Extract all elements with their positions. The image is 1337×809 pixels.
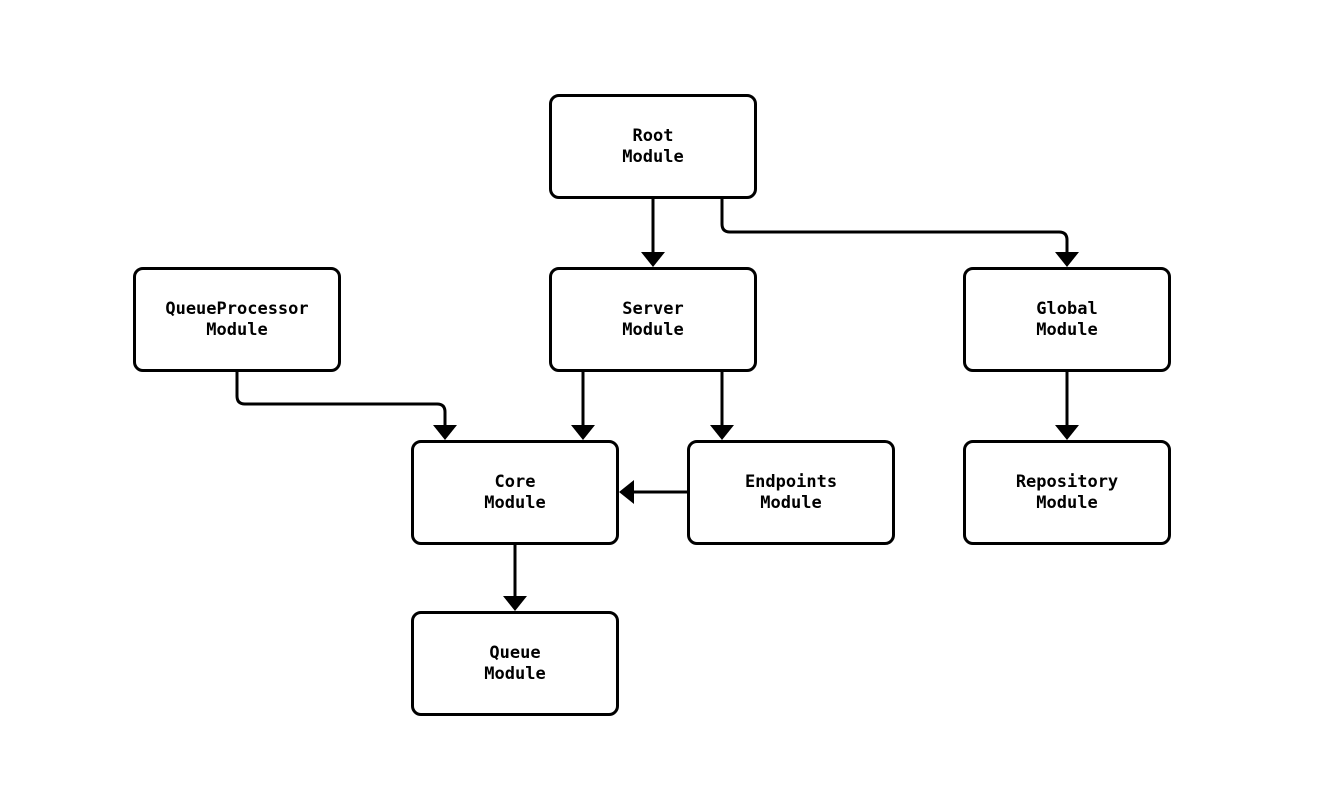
node-label: QueueProcessor Module — [165, 298, 309, 340]
node-label: Endpoints Module — [744, 471, 838, 513]
edge-queueprocessor-core — [235, 372, 447, 431]
node-global: Global Module — [963, 267, 1171, 372]
arrowhead-icon — [1055, 425, 1079, 440]
node-label: Queue Module — [484, 642, 546, 684]
edge-root-global — [720, 199, 1069, 258]
node-label: Server Module — [622, 298, 684, 340]
node-queue: Queue Module — [411, 611, 619, 716]
node-core: Core Module — [411, 440, 619, 545]
node-label: Global Module — [1036, 298, 1098, 340]
arrowhead-icon — [433, 425, 457, 440]
arrowhead-icon — [619, 480, 634, 504]
node-label: Root Module — [622, 125, 684, 167]
arrowhead-icon — [1055, 252, 1079, 267]
node-endpoints: Endpoints Module — [687, 440, 895, 545]
arrowhead-icon — [503, 596, 527, 611]
arrowhead-icon — [641, 252, 665, 267]
arrowhead-icon — [571, 425, 595, 440]
node-root: Root Module — [549, 94, 757, 199]
node-repository: Repository Module — [963, 440, 1171, 545]
node-label: Repository Module — [1015, 471, 1119, 513]
arrowhead-icon — [710, 425, 734, 440]
node-queueprocessor: QueueProcessor Module — [133, 267, 341, 372]
node-server: Server Module — [549, 267, 757, 372]
node-label: Core Module — [484, 471, 546, 513]
